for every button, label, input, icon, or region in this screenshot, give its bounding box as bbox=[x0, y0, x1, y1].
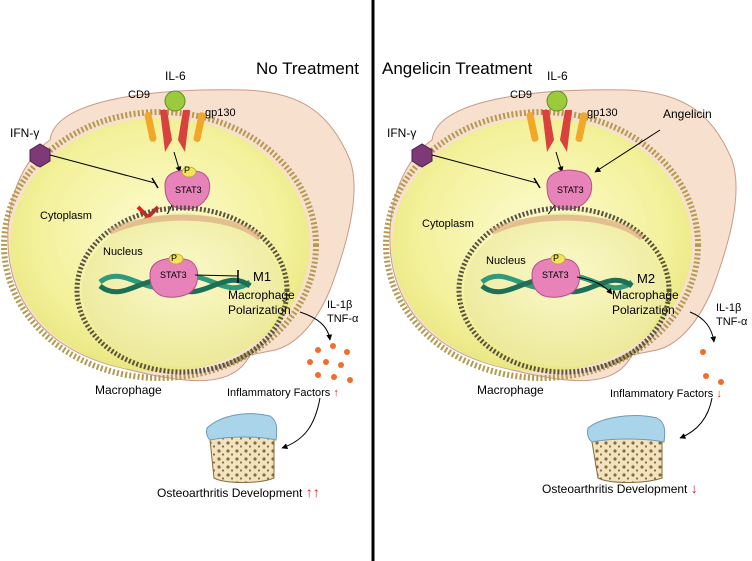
polarization-line1: Macrophage bbox=[612, 288, 679, 302]
nucleus-label: Nucleus bbox=[486, 255, 526, 267]
il1b-label: IL-1β bbox=[327, 299, 353, 311]
membrane-right bbox=[383, 109, 701, 381]
stat3-cyto-label: STAT3 bbox=[557, 185, 584, 195]
polarization-line2: Polarization bbox=[612, 303, 675, 317]
phospho-label-cyto: P bbox=[184, 165, 191, 175]
tnfa-label: TNF-α bbox=[327, 313, 359, 325]
ifng-hexagon-right bbox=[411, 143, 433, 168]
ifng-hexagon-left bbox=[29, 143, 51, 168]
stat3-cytoplasm-left bbox=[164, 166, 211, 210]
inflammatory-trend-down: ↓ bbox=[716, 388, 722, 400]
ifng-label: IFN-γ bbox=[387, 126, 417, 140]
oa-label: Osteoarthritis Development ↑↑ bbox=[157, 484, 320, 500]
stat3-nucleus-left bbox=[149, 253, 199, 298]
oa-label: Osteoarthritis Development ↓ bbox=[542, 480, 698, 496]
nuclear-envelope-left bbox=[74, 205, 290, 375]
inflammatory-trend-up: ↑ bbox=[333, 387, 339, 399]
nucleus-label: Nucleus bbox=[103, 246, 143, 258]
stat3-nuc-label: STAT3 bbox=[160, 270, 187, 280]
il1b-label: IL-1β bbox=[716, 302, 742, 314]
inflammatory-label: Inflammatory Factors ↑ bbox=[227, 387, 339, 399]
il6-label: IL-6 bbox=[165, 69, 186, 83]
oa-trend-down: ↓ bbox=[690, 480, 698, 496]
cytoplasm-label: Cytoplasm bbox=[422, 218, 474, 230]
receptor-complex-right bbox=[526, 90, 588, 152]
oa-trend-up: ↑↑ bbox=[305, 484, 320, 500]
cd9-label: CD9 bbox=[510, 89, 533, 101]
phospho-label-nuc: P bbox=[553, 253, 560, 263]
inflammatory-dots-left bbox=[307, 343, 353, 383]
angelicin-label: Angelicin bbox=[663, 107, 712, 121]
inflammatory-dots-right bbox=[700, 349, 724, 385]
tnfa-label: TNF-α bbox=[716, 316, 748, 328]
gp130-label: gp130 bbox=[205, 107, 236, 119]
phospho-label-nuc: P bbox=[171, 253, 178, 263]
stat3-nuc-label: STAT3 bbox=[542, 270, 569, 280]
panel-left-title: No Treatment bbox=[256, 59, 359, 78]
bone-left bbox=[205, 413, 278, 483]
stat3-nucleus-right bbox=[531, 253, 581, 298]
macrophage-label: Macrophage bbox=[95, 383, 162, 397]
macrophage-label: Macrophage bbox=[477, 383, 544, 397]
membrane-left bbox=[1, 109, 319, 381]
polarization-type: M2 bbox=[637, 271, 656, 286]
ifng-label: IFN-γ bbox=[10, 126, 40, 140]
gp130-label: gp130 bbox=[587, 107, 618, 119]
receptor-complex-left bbox=[144, 90, 206, 152]
bone-right bbox=[587, 415, 666, 483]
panel-right-title: Angelicin Treatment bbox=[382, 59, 533, 78]
nuclear-envelope-right bbox=[456, 205, 672, 375]
il6-label: IL-6 bbox=[547, 69, 568, 83]
inflammatory-label: Inflammatory Factors ↓ bbox=[610, 388, 722, 400]
polarization-line1: Macrophage bbox=[228, 288, 295, 302]
cd9-label: CD9 bbox=[128, 89, 151, 101]
polarization-line2: Polarization bbox=[228, 303, 291, 317]
panel-left bbox=[1, 89, 355, 483]
polarization-type: M1 bbox=[253, 269, 272, 284]
panel-right bbox=[383, 89, 737, 483]
stat3-cytoplasm-right bbox=[546, 169, 593, 210]
cytoplasm-label: Cytoplasm bbox=[40, 210, 92, 222]
stat3-cyto-label: STAT3 bbox=[175, 185, 202, 195]
